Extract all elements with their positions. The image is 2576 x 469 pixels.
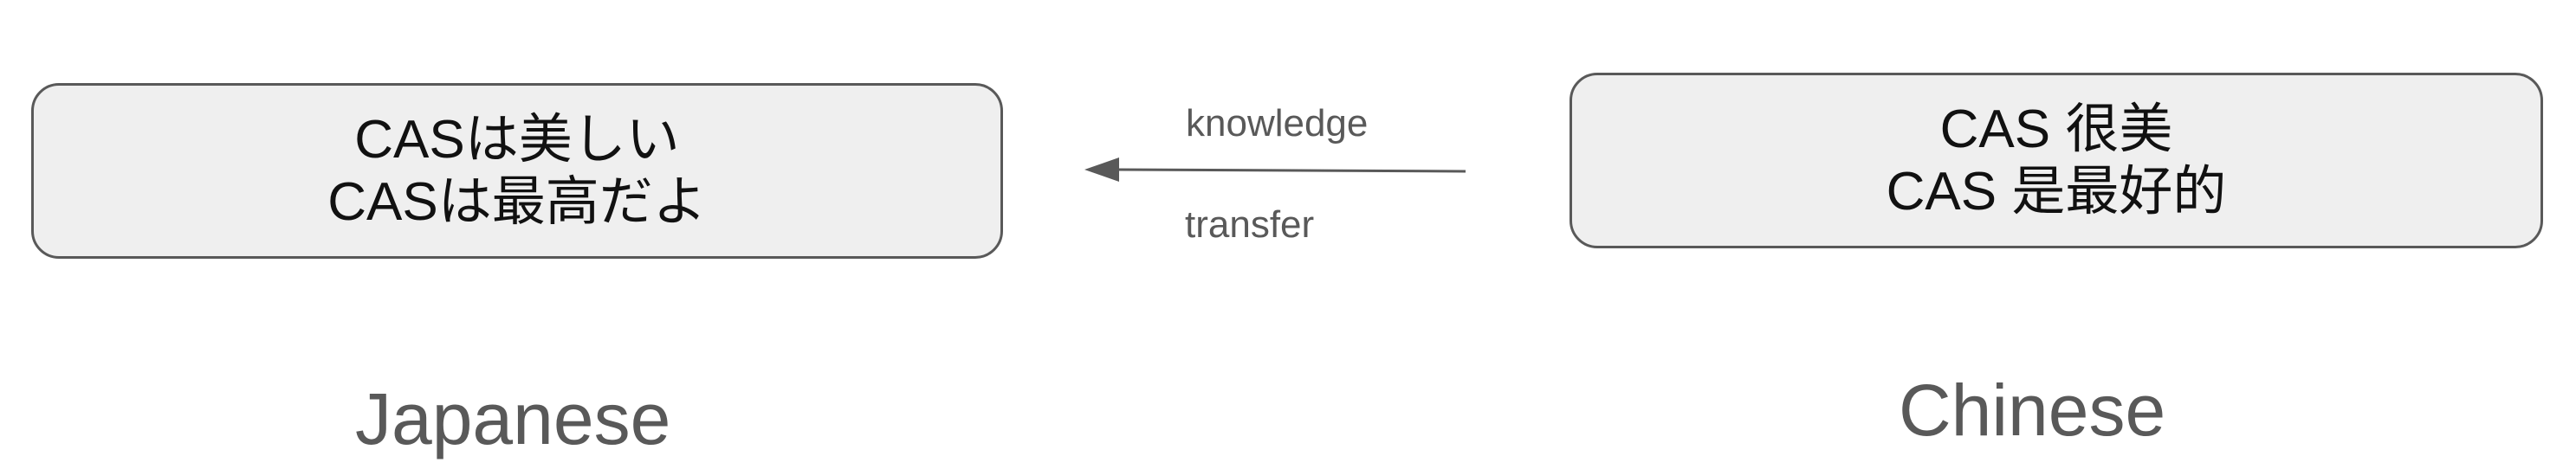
chinese-line-1: CAS 很美 (1939, 99, 2173, 159)
edge-label-transfer: transfer (1185, 203, 1315, 246)
japanese-line-1: CASは美しい (354, 109, 680, 170)
chinese-box: CAS 很美 CAS 是最好的 (1570, 73, 2543, 248)
arrow-shaft (1116, 168, 1466, 173)
japanese-line-2: CASは最高だよ (327, 171, 707, 232)
caption-japanese: Japanese (355, 378, 671, 459)
arrow-head (1084, 157, 1119, 182)
edge-label-knowledge: knowledge (1186, 102, 1369, 145)
caption-chinese: Chinese (1899, 369, 2166, 451)
chinese-line-2: CAS 是最好的 (1886, 161, 2227, 222)
japanese-box: CASは美しい CASは最高だよ (31, 83, 1003, 259)
